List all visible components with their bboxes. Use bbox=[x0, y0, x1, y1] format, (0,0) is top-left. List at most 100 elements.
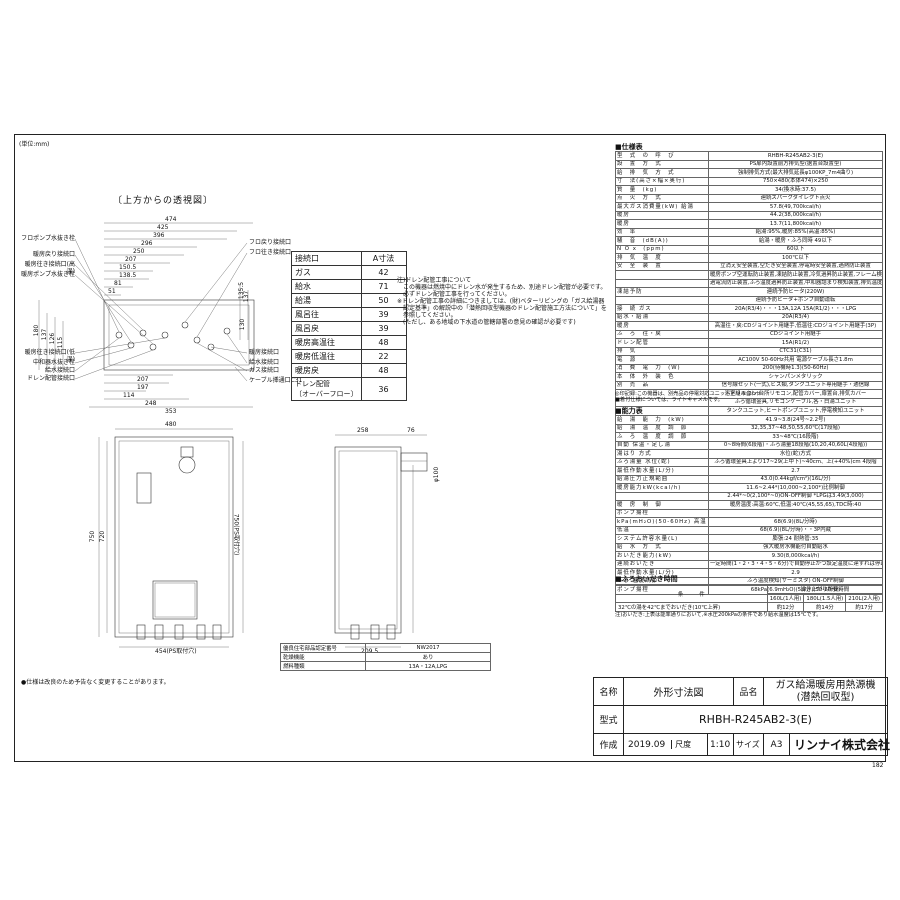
spec-value: 膨張:24 耐熱管:35 bbox=[708, 534, 883, 544]
spec-value: 2.7 bbox=[708, 466, 883, 476]
side-dim-phi: φ100 bbox=[433, 466, 441, 483]
spec-key: 点 火 方 式 bbox=[615, 193, 709, 203]
label-left-2: 暖房往き接続口(高温) bbox=[24, 261, 75, 275]
spec-row: 最低作動水量(L/分)2.7 bbox=[615, 466, 883, 476]
title-made-label: 作成 bbox=[593, 733, 624, 756]
spec-key: 安 全 装 置 bbox=[615, 261, 709, 271]
spec-key: 暖房 bbox=[615, 219, 709, 229]
spec-row: 連続おいだき一定時間(1・2・3・4・5・6分)で自動停止かつ設定温度に達すれば… bbox=[615, 559, 883, 569]
title-size-label: サイズ bbox=[733, 733, 764, 756]
spec-key: kPa(mH₂O)(50-60Hz) 高温 bbox=[615, 517, 709, 527]
spec-row: 点 火 方 式連続スパークダイレクト点火 bbox=[615, 193, 883, 203]
spec-title: ■仕様表 bbox=[615, 143, 643, 151]
title-product-label: 品名 bbox=[733, 677, 764, 706]
dim-bottom-0: 207 bbox=[137, 376, 149, 383]
title-scale: 1:10 bbox=[707, 733, 734, 756]
spec-value: 32,35,37~48,50,55,60℃(17段階) bbox=[708, 423, 883, 433]
spec-value: 9.30(8,000kcal/h) bbox=[708, 551, 883, 561]
spec-value: 200(待機時1.3)(50-60Hz) bbox=[708, 363, 883, 373]
reheat-title: ■ふろおいだき時間 bbox=[615, 575, 678, 583]
dim-top-2: 396 bbox=[153, 232, 165, 239]
spec-row: 質 量 (kg)34(換水時:37.5) bbox=[615, 185, 883, 195]
title-date: 2019.09 bbox=[628, 740, 666, 750]
spec-key: ふろ湯量 水位(蛇) bbox=[615, 457, 709, 467]
spec-key: 暖房 bbox=[615, 321, 709, 331]
spec-value: 20A(R3/4) bbox=[708, 312, 883, 322]
page-number: 182 bbox=[872, 762, 884, 769]
front-view-drawing bbox=[98, 428, 428, 648]
spec-key: 型 式 の 呼 び bbox=[615, 151, 709, 161]
dim-top-5: 207 bbox=[125, 256, 137, 263]
note-line: ※ドレン配管工事の詳細につきましては、(財)ベターリビングの「ガス給湯器 bbox=[397, 298, 605, 305]
spec-row: 暖房能力kW(kcal/h)11.6~2.44*(10,000~2,100*)比… bbox=[615, 483, 883, 493]
spec-key: 給 水 方 式 bbox=[615, 542, 709, 552]
dim-top-7: 138.5 bbox=[119, 272, 137, 279]
approval-key: 乾燥機能 bbox=[280, 652, 366, 662]
spec-row: 給 排 気 方 式強制排気方式(最大排気延長φ100KP_7m4曲り) bbox=[615, 168, 883, 178]
spec-value: 立消え安全装置,空だき安全装置,停電時安全装置,過熱防止装置 bbox=[708, 261, 883, 271]
spec-key: 暖房 bbox=[615, 210, 709, 220]
spec-notes: ◎印記録:この機器は、別売品の停電対応ユニットと組み合わせ ■着付仕様については… bbox=[615, 391, 761, 403]
dim-bottom-3: 248 bbox=[145, 400, 157, 407]
spec-row: システム許容水量(L)膨張:24 耐熱管:35 bbox=[615, 534, 883, 544]
front-dim-ps: 454(PS取付穴) bbox=[155, 648, 197, 655]
spec-value: 57.8(49,700kcal/h) bbox=[708, 202, 883, 212]
spec-key: 給水・給湯 bbox=[615, 312, 709, 322]
spec-key: 凍結予防 bbox=[615, 287, 709, 297]
spec-row: N O x (ppm)60以下 bbox=[615, 244, 883, 254]
reheat-table: 条 件 沸き上がり所要時間 160L(1人用) 180L(1.5人用) 210L… bbox=[615, 584, 884, 612]
spec-value: AC100V 50-60Hz共用 電源ケーブル長さ1.8m bbox=[708, 355, 883, 365]
spec-row: ふろ湯量 水位(蛇)ふろ循環金具上より17~29(上中下)~40cm、上(+40… bbox=[615, 457, 883, 467]
label-left-5: 中和器水抜き栓 bbox=[32, 359, 75, 366]
spec-value bbox=[708, 508, 883, 518]
spec-key: 本 体 外 装 色 bbox=[615, 372, 709, 382]
spec-row: 暖房高温往・戻:CDジョイント用継手,低温往:CDジョイント用継手(3P) bbox=[615, 321, 883, 331]
spec-key: 騒 音 (dB(A)) bbox=[615, 236, 709, 246]
footer-note: ●仕様は改良のため予告なく変更することがあります。 bbox=[21, 679, 170, 686]
dim-top-0: 474 bbox=[165, 216, 177, 223]
front-dim-720: 720 bbox=[99, 530, 107, 543]
spec-value: 34(換水時:37.5) bbox=[708, 185, 883, 195]
spec-row: 消 費 電 力 (W)200(待機時1.3)(50-60Hz) bbox=[615, 363, 883, 373]
spec-row: 凍結予防連続予防ヒータ(220W) bbox=[615, 287, 883, 297]
spec-value: 連続予防ヒータ+ポンプ自動運転 bbox=[708, 295, 883, 305]
title-scale-label: 尺度 bbox=[671, 740, 692, 749]
title-name-label: 名称 bbox=[593, 677, 624, 706]
approval-value: NW2017 bbox=[365, 643, 491, 653]
spec-value: 給湯・暖房・ふろ同時 49以下 bbox=[708, 236, 883, 246]
spec-row: 効 率給湯:95%,暖房:85%(高温:85%) bbox=[615, 227, 883, 237]
reheat-sub: 180L(1.5人用) bbox=[803, 593, 847, 603]
approval-key: 優良住宅部品認定番号 bbox=[280, 643, 366, 653]
spec-value: 33~48℃(16段階) bbox=[708, 432, 883, 442]
label-right-2: 暖房接続口 bbox=[249, 349, 280, 356]
spec-key: 排 気 温 度 bbox=[615, 253, 709, 263]
spec-value: 60以下 bbox=[708, 244, 883, 254]
front-dim-height: 750 bbox=[89, 530, 97, 543]
spec-key: ドレン配管 bbox=[615, 338, 709, 348]
spec-row: ポンプ揚程 bbox=[615, 508, 883, 518]
spec-value: 43.0(0.44kgf/cm²)(16L/分) bbox=[708, 474, 883, 484]
spec-key: N O x (ppm) bbox=[615, 244, 709, 254]
approval-value: 13A・12A,LPG bbox=[365, 661, 491, 671]
spec-value: 連続スパークダイレクト点火 bbox=[708, 193, 883, 203]
spec-value: 68(6.9)(8L/分時)・・3P内蔵 bbox=[708, 525, 883, 535]
spec-value: 68(6.9)(8L/分時) bbox=[708, 517, 883, 527]
spec-row: 安 全 装 置立消え安全装置,空だき安全装置,停電時安全装置,過熱防止装置 bbox=[615, 261, 883, 271]
capacity-table: 給 湯 能 力 (kW)41.9~3.8(24号~2.2号)給 湯 温 度 調 … bbox=[615, 415, 883, 595]
dim-bottom-2: 114 bbox=[123, 392, 135, 399]
label-left-3: 暖房ポンプ水抜き栓 bbox=[21, 271, 75, 278]
spec-value: 強制排気方式(最大排気延長φ100KP_7m4曲り) bbox=[708, 168, 883, 178]
title-date-scale: 2019.09 尺度 bbox=[623, 733, 708, 756]
spec-value: 連続予防ヒータ(220W) bbox=[708, 287, 883, 297]
spec-row: 給 湯 能 力 (kW)41.9~3.8(24号~2.2号) bbox=[615, 415, 883, 425]
spec-key: 湯はり 方式 bbox=[615, 449, 709, 459]
spec-value: PS扉内設置前方排気型(据置台設置型) bbox=[708, 159, 883, 169]
spec-value: 0~8時間(6段階)・ふろ湯量18段階(10,20,40,60L(4段階)) bbox=[708, 440, 883, 450]
